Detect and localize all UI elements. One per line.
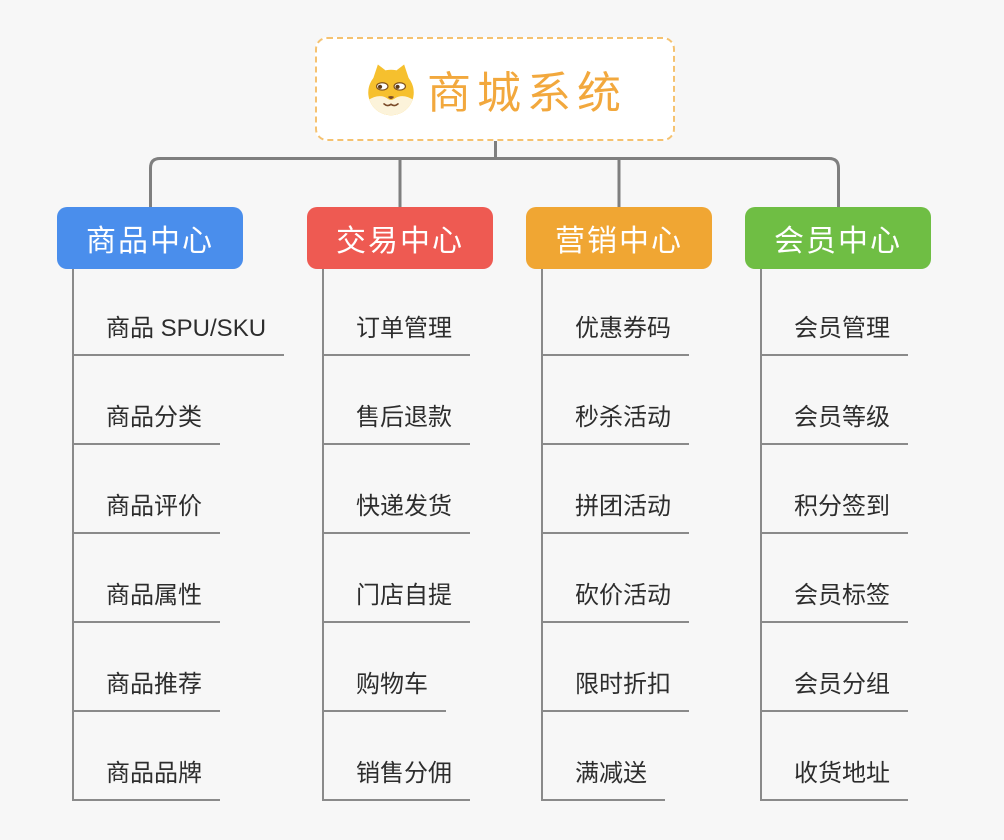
mindmap-item[interactable]: 门店自提 [323,581,470,623]
shiba-dog-icon [363,61,419,117]
mindmap-item[interactable]: 秒杀活动 [542,403,689,445]
mindmap-item[interactable]: 商品属性 [73,581,220,623]
mindmap-item[interactable]: 商品推荐 [73,670,220,712]
mindmap-item[interactable]: 会员标签 [761,581,908,623]
mindmap-item[interactable]: 商品分类 [73,403,220,445]
branch-node-trade[interactable]: 交易中心 [307,207,493,269]
mindmap-item[interactable]: 会员等级 [761,403,908,445]
mindmap-item[interactable]: 砍价活动 [542,581,689,623]
mindmap-item[interactable]: 商品 SPU/SKU [73,314,285,356]
mindmap-item[interactable]: 售后退款 [323,403,470,445]
mindmap-item[interactable]: 收货地址 [761,759,908,801]
mindmap-item[interactable]: 积分签到 [761,492,908,534]
mindmap-item[interactable]: 会员分组 [761,670,908,712]
root-node-label: 商城系统 [427,69,627,118]
root-node[interactable]: 商城系统 [315,37,675,141]
mindmap-item[interactable]: 会员管理 [761,314,908,356]
mindmap-item[interactable]: 订单管理 [323,314,470,356]
mindmap-item[interactable]: 限时折扣 [542,670,689,712]
branch-node-goods[interactable]: 商品中心 [57,207,243,269]
mindmap-item[interactable]: 购物车 [323,670,446,712]
mindmap-item[interactable]: 商品评价 [73,492,220,534]
mindmap-item[interactable]: 销售分佣 [323,759,470,801]
branch-node-marketing[interactable]: 营销中心 [526,207,712,269]
mindmap-item[interactable]: 快递发货 [323,492,470,534]
mindmap-item[interactable]: 拼团活动 [542,492,689,534]
branch-node-member[interactable]: 会员中心 [745,207,931,269]
mindmap-item[interactable]: 商品品牌 [73,759,220,801]
mindmap-item[interactable]: 满减送 [542,759,665,801]
mindmap-item[interactable]: 优惠券码 [542,314,689,356]
